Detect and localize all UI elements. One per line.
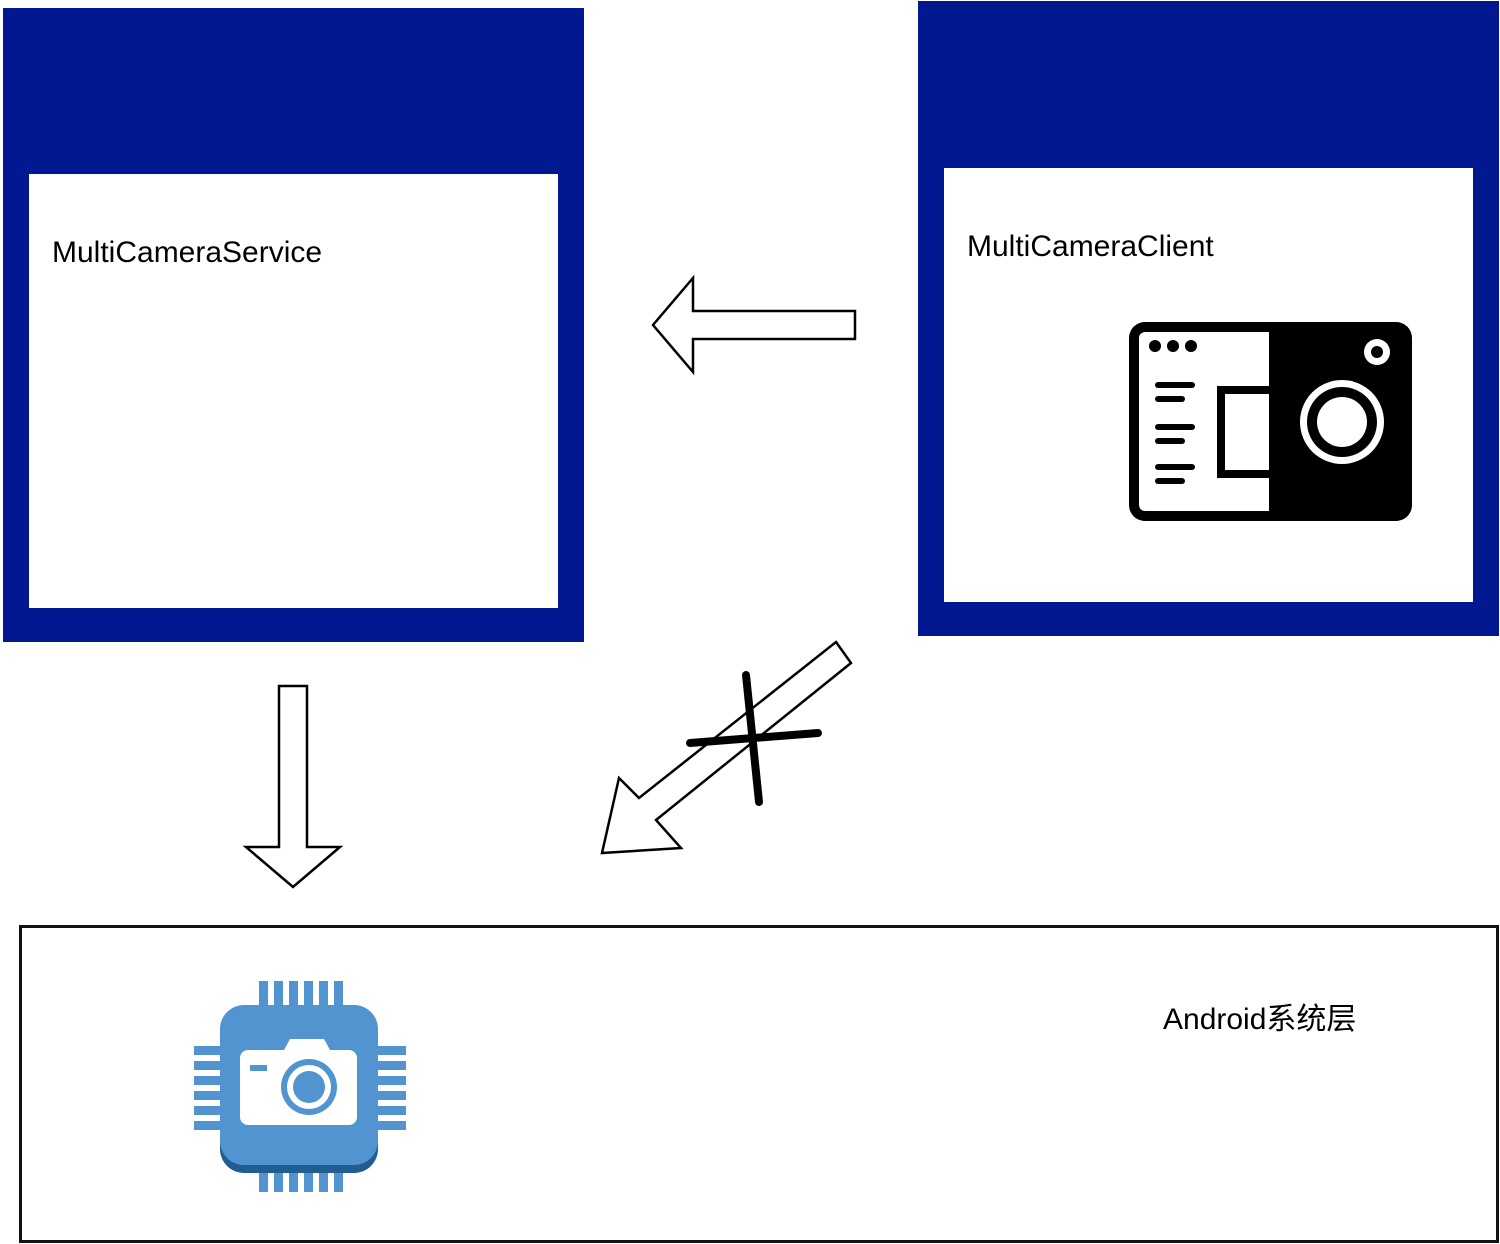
- service-to-system-arrow: [242, 684, 344, 889]
- service-label: MultiCameraService: [52, 236, 323, 269]
- client-to-system-blocked-arrow: [600, 640, 853, 855]
- multicamera-service-panel: MultiCameraService: [3, 8, 584, 642]
- system-layer-label: Android系统层: [1163, 1003, 1357, 1036]
- client-to-service-arrow: [651, 274, 857, 376]
- client-label: MultiCameraClient: [967, 230, 1214, 263]
- service-panel-body: MultiCameraService: [29, 174, 558, 608]
- camera-app-icon: [1125, 318, 1415, 533]
- blocked-cross-icon: [686, 671, 822, 806]
- camera-chip-icon: [192, 981, 407, 1201]
- android-system-layer: Android系统层: [19, 925, 1499, 1243]
- client-panel-body: MultiCameraClient: [944, 168, 1473, 602]
- multicamera-client-panel: MultiCameraClient: [918, 1, 1499, 636]
